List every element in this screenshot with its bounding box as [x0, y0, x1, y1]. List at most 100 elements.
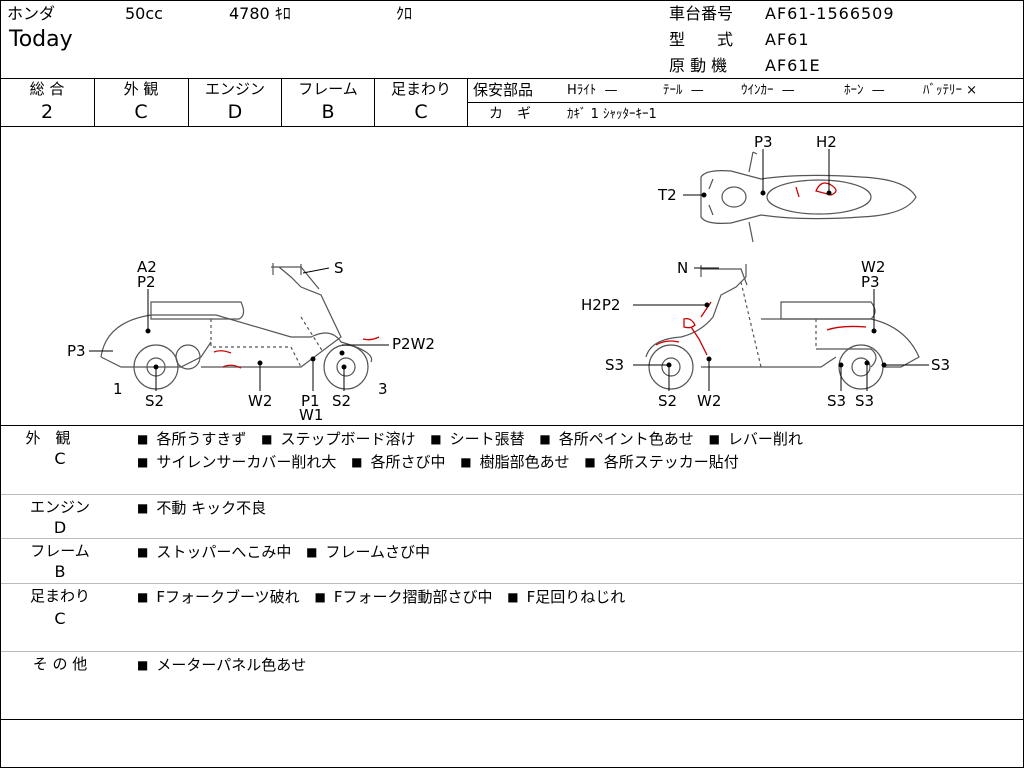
remark-frame-list: ストッパーへこみ中 フレームさび中: [137, 541, 1017, 564]
mark-label: W2: [697, 392, 721, 410]
key-label: カ ギ: [489, 106, 531, 122]
grade-suspension-label: 足まわり: [390, 80, 451, 98]
mark-label: W2: [861, 258, 885, 276]
grade-exterior-value: C: [134, 101, 148, 123]
remark-other-title: そ の 他: [32, 655, 88, 673]
model-name: Today: [9, 27, 73, 52]
engine-label: 原 動 機: [669, 56, 728, 75]
mileage: 4780 ｷﾛ: [229, 4, 291, 23]
divider: [1, 651, 1023, 652]
mark-label: 1: [113, 380, 123, 398]
grade-exterior-label: 外 観: [123, 80, 159, 98]
safety-label: 保安部品: [473, 81, 534, 99]
mark-label: 3: [378, 380, 388, 398]
divider: [1, 78, 1023, 79]
color: ｸﾛ: [396, 4, 413, 23]
mark-label: P3: [67, 342, 86, 360]
remark-other-list: メーターパネル色あせ: [137, 654, 1017, 677]
divider: [1, 719, 1023, 720]
maker: ホンダ: [7, 4, 56, 23]
divider: [281, 78, 282, 126]
remark-item: 不動 キック不良: [137, 499, 266, 517]
remark-item: 各所うすきず: [137, 430, 246, 448]
mark-label: S2: [332, 392, 351, 410]
remark-item: レバー削れ: [709, 430, 803, 448]
remark-item: シート張替: [430, 430, 525, 448]
mark-label: S3: [827, 392, 846, 410]
remark-item: F足回りねじれ: [507, 588, 626, 606]
grade-engine-label: エンジン: [204, 80, 265, 98]
mark-label: H2: [816, 133, 837, 151]
remark-frame-title: フレーム: [30, 542, 90, 560]
safety-taillight: ﾃｰﾙ —: [663, 83, 704, 98]
type-label: 型 式: [669, 30, 734, 49]
frame-no-label: 車台番号: [669, 4, 734, 23]
remark-exterior-title: 外 観: [25, 429, 71, 447]
mark-label: P3: [861, 273, 880, 291]
damage-marks: [213, 182, 867, 369]
divider: [1, 425, 1023, 426]
safety-battery: ﾊﾞｯﾃﾘｰ ×: [923, 83, 978, 98]
mark-label: S2: [145, 392, 164, 410]
grade-total-label: 総 合: [29, 80, 65, 98]
mark-label: W1: [299, 406, 323, 424]
mark-label: P2: [137, 273, 156, 291]
remark-engine-title: エンジン: [29, 498, 90, 516]
grade-suspension-value: C: [414, 101, 428, 123]
mark-label: P3: [754, 133, 773, 151]
remark-suspension-grade: C: [54, 609, 66, 628]
remark-item: 各所ペイント色あせ: [539, 430, 694, 448]
remark-item: メーターパネル色あせ: [137, 656, 306, 674]
engine-type: AF61E: [765, 56, 821, 75]
divider: [1, 494, 1023, 495]
remark-item: サイレンサーカバー削れ大: [137, 453, 336, 471]
divider: [374, 78, 375, 126]
key-value: ｶｷﾞ 1 ｼｬｯﾀｰｷｰ1: [567, 107, 657, 122]
grade-frame-value: B: [321, 101, 335, 123]
divider: [1, 126, 1023, 127]
remark-item: 各所さび中: [351, 453, 445, 471]
mark-label: P1: [301, 392, 320, 410]
remark-item: ストッパーへこみ中: [137, 543, 291, 561]
remark-suspension-list: Fフォークブーツ破れ Fフォーク摺動部さび中 F足回りねじれ: [137, 586, 1017, 609]
divider: [1, 538, 1023, 539]
safety-horn: ﾎｰﾝ —: [844, 83, 885, 98]
mark-label: P2W2: [392, 335, 435, 353]
remark-exterior-grade: C: [54, 449, 66, 468]
remark-item: 樹脂部色あせ: [460, 453, 570, 471]
remark-item: Fフォーク摺動部さび中: [314, 588, 493, 606]
mark-label: S3: [605, 356, 624, 374]
mark-label: S3: [931, 356, 950, 374]
displacement: 50cc: [125, 4, 163, 23]
frame-no: AF61-1566509: [765, 4, 895, 23]
scooter-left-view: [100, 263, 373, 390]
remark-item: 各所ステッカー貼付: [584, 453, 739, 471]
divider: [188, 78, 189, 126]
remark-suspension-title: 足まわり: [29, 587, 90, 605]
remark-item: Fフォークブーツ破れ: [137, 588, 299, 606]
mark-label: T2: [657, 186, 677, 204]
type: AF61: [765, 30, 810, 49]
mark-label: S3: [855, 392, 874, 410]
mark-label: H2P2: [581, 296, 620, 314]
divider: [467, 102, 1023, 103]
remark-item: ステップボード溶け: [261, 430, 415, 448]
mark-label: N: [677, 259, 688, 277]
scooter-damage-diagram: P3 H2 T2 A2 P2 S P3 P2W2 1 S2 W2 P1 W1 S…: [67, 133, 950, 424]
remark-engine-list: 不動 キック不良: [137, 497, 1017, 520]
remark-item: フレームさび中: [306, 543, 430, 561]
grade-frame-label: フレーム: [298, 80, 358, 98]
divider: [1, 583, 1023, 584]
remark-exterior-list: 各所うすきず ステップボード溶け シート張替 各所ペイント色あせ レバー削れ サ…: [137, 428, 1017, 474]
grade-total-value: 2: [40, 101, 54, 123]
mark-label: A2: [137, 258, 157, 276]
safety-headlight: Hﾗｲﾄ —: [567, 83, 618, 98]
remark-engine-grade: D: [53, 518, 67, 537]
mark-label: S: [334, 259, 344, 277]
mark-label: W2: [248, 392, 272, 410]
safety-winker: ｳｲﾝｶｰ —: [741, 83, 795, 98]
divider: [94, 78, 95, 126]
remark-frame-grade: B: [54, 562, 66, 581]
grade-engine-value: D: [227, 101, 243, 123]
